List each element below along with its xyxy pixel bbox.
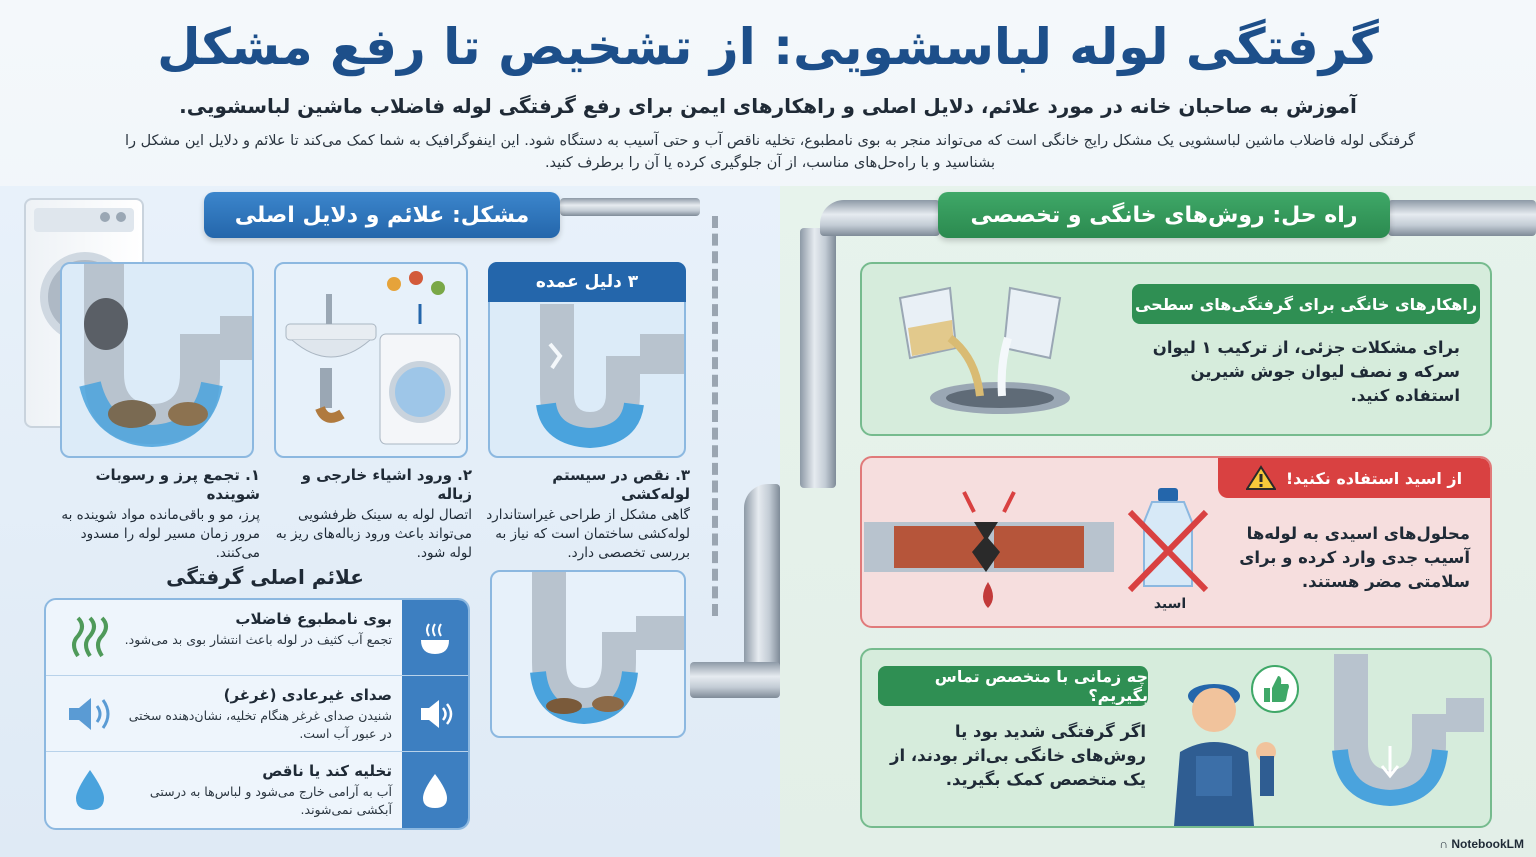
cause-3-caption: ۳. نقص در سیستم لوله‌کشی گاهی مشکل از طر… <box>486 466 690 563</box>
problem-banner: مشکل: علائم و دلایل اصلی <box>204 192 560 238</box>
clogged-trap-illustration <box>530 572 684 725</box>
sink-washer-illustration <box>285 271 461 445</box>
symptoms-title: علائم اصلی گرفتگی <box>166 565 364 589</box>
speaker-icon <box>62 688 118 740</box>
acid-bottle-crossed-icon <box>1127 488 1209 593</box>
clogged-trap-panel <box>490 570 686 738</box>
cause-3-desc: گاهی مشکل از طراحی غیراستاندارد لوله‌کشی… <box>486 507 690 561</box>
top-connector-pipe <box>560 198 700 216</box>
broken-pipe-illustration <box>864 491 1114 608</box>
flexible-drain-hose <box>712 216 718 616</box>
home-remedy-card: راهکارهای خانگی برای گرفتگی‌های سطحی برا… <box>860 262 1492 436</box>
cause-3-title: ۳. نقص در سیستم لوله‌کشی <box>552 466 690 503</box>
clogged-pipe-illustration <box>79 264 252 448</box>
acid-warning-tag: از اسید استفاده نکنید! <box>1218 458 1490 498</box>
acid-warning-card: اسید از اسید استفاده نکنید! محلول‌های اس… <box>860 456 1492 628</box>
symptom-odor-title: بوی نامطبوع فاضلاب <box>235 610 392 628</box>
vinegar-baking-soda-illustration <box>898 286 1070 414</box>
causes-header: ۳ دلیل عمده <box>488 262 686 302</box>
cause-2-desc: اتصال لوله به سینک ظرفشویی می‌تواند باعث… <box>275 507 472 561</box>
home-remedy-tag: راهکارهای خانگی برای گرفتگی‌های سطحی <box>1132 284 1480 324</box>
notebook-logo-icon: ∩ <box>1439 837 1448 851</box>
cause-1-desc: پرز، مو و باقی‌مانده مواد شوینده به مرور… <box>61 507 260 561</box>
symptom-row-drain: تخلیه کند یا ناقص آب به آرامی خارج می‌شو… <box>46 752 468 828</box>
acid-warning-tag-text: از اسید استفاده نکنید! <box>1285 468 1463 488</box>
intro-paragraph: گرفتگی لوله فاضلاب ماشین لباسشویی یک مشک… <box>124 133 1416 171</box>
thumbs-up-icon <box>1251 665 1299 713</box>
expert-card: چه زمانی با متخصص تماس بگیریم؟ اگر گرفتگ… <box>860 648 1492 828</box>
main-vertical-pipe <box>800 228 836 488</box>
clear-pipe-illustration <box>1332 654 1484 807</box>
cause-1-caption: ۱. تجمع پرز و رسوبات شوینده پرز، مو و با… <box>56 466 260 563</box>
plumber-illustration <box>1174 684 1276 826</box>
cause-2-caption: ۲. ورود اشیاء خارجی و زباله اتصال لوله ب… <box>270 466 472 563</box>
brand-text: NotebookLM <box>1451 837 1524 851</box>
warning-icon <box>1245 465 1276 490</box>
brand-label: ∩ NotebookLM <box>1439 837 1524 851</box>
page-title: گرفتگی لوله لباسشویی: از تشخیص تا رفع مش… <box>157 18 1379 76</box>
acid-warning-text: محلول‌های اسیدی به لوله‌ها آسیب جدی وارد… <box>1239 524 1470 591</box>
symptom-row-noise: صدای غیرعادی (غرغر) شنیدن صدای غرغر هنگا… <box>46 676 468 752</box>
top-right-pipe <box>820 200 940 236</box>
symptom-drain-title: تخلیه کند یا ناقص <box>262 762 392 780</box>
water-drop-icon <box>62 764 118 816</box>
odor-icon <box>62 612 118 664</box>
cause-1-title: ۱. تجمع پرز و رسوبات شوینده <box>95 466 260 503</box>
cause-panel-2-debris <box>274 262 468 458</box>
symptom-drain-desc: آب به آرامی خارج می‌شود و لباس‌ها به درس… <box>149 784 392 817</box>
symptoms-list: بوی نامطبوع فاضلاب تجمع آب کثیف در لوله … <box>44 598 470 830</box>
symptom-noise-text: صدای غیرعادی (غرغر) شنیدن صدای غرغر هنگا… <box>122 686 392 743</box>
cause-2-title: ۲. ورود اشیاء خارجی و زباله <box>301 466 472 503</box>
symptom-drain-text: تخلیه کند یا ناقص آب به آرامی خارج می‌شو… <box>122 762 392 819</box>
cause-panel-1-lint <box>60 262 254 458</box>
expert-tag: چه زمانی با متخصص تماس بگیریم؟ <box>878 666 1148 706</box>
acid-bottle-label: اسید <box>1153 596 1187 612</box>
symptom-noise-title: صدای غیرعادی (غرغر) <box>223 686 392 704</box>
solution-top-pipe <box>1388 200 1536 236</box>
solution-banner: راه حل: روش‌های خانگی و تخصصی <box>938 192 1390 238</box>
slow-drain-icon <box>402 752 468 828</box>
symptom-row-odor: بوی نامطبوع فاضلاب تجمع آب کثیف در لوله … <box>46 600 468 676</box>
symptom-odor-text: بوی نامطبوع فاضلاب تجمع آب کثیف در لوله … <box>122 610 392 649</box>
drain-odor-icon <box>402 600 468 675</box>
symptom-odor-desc: تجمع آب کثیف در لوله باعث انتشار بوی بد … <box>124 632 392 647</box>
home-remedy-text: برای مشکلات جزئی، از ترکیب ۱ لیوان سرکه … <box>1152 338 1460 405</box>
sound-waves-icon <box>402 676 468 751</box>
mid-connector-pipe <box>744 484 780 684</box>
cracked-pipe-illustration <box>536 304 684 449</box>
page-subtitle: آموزش به صاحبان خانه در مورد علائم، دلای… <box>179 94 1357 118</box>
expert-text: اگر گرفتگی شدید بود یا روش‌های خانگی بی‌… <box>890 722 1146 789</box>
symptom-noise-desc: شنیدن صدای غرغر هنگام تخلیه، نشان‌دهنده … <box>128 708 392 741</box>
bottom-connector-pipe <box>690 662 780 698</box>
